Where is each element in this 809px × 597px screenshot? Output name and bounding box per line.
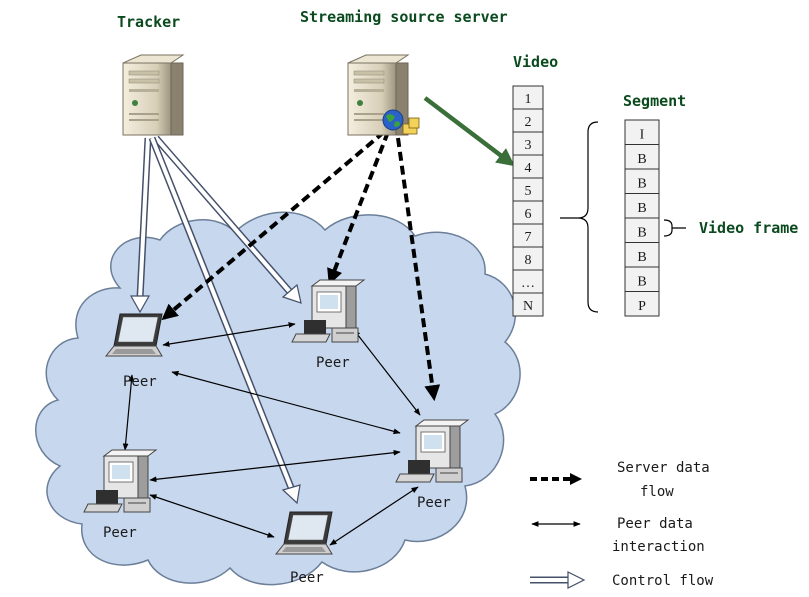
- video-cell-label: 4: [525, 161, 532, 176]
- segment-label: Segment: [623, 92, 686, 110]
- video-cell-label: …: [521, 276, 535, 291]
- frame-bracket: [663, 219, 686, 237]
- video-cell-label: 5: [525, 184, 532, 199]
- peer-label: Peer: [123, 374, 157, 390]
- segment-cell: [624, 291, 660, 317]
- peer-interaction-arrows: [122, 322, 421, 546]
- legend-peer-interaction-line1: Peer data: [617, 516, 693, 532]
- segment-cell-label: B: [637, 275, 646, 290]
- video-cell-label: 7: [525, 230, 532, 245]
- source-server-label: Streaming source server: [300, 8, 508, 26]
- legend-server-flow-line2: flow: [640, 484, 674, 500]
- peer-label: Peer: [103, 525, 137, 541]
- segment-cell-label: P: [638, 299, 646, 314]
- segment-cell: [624, 266, 660, 292]
- legend-server-flow-line1: Server data: [617, 460, 710, 476]
- video-label: Video: [513, 53, 558, 71]
- video-cell-label: 6: [525, 207, 532, 222]
- tracker-label: Tracker: [117, 13, 180, 31]
- video-column: 1 2 3 4 5 6 7 8 … N: [512, 85, 544, 317]
- segment-cell-label: B: [637, 201, 646, 216]
- video-frame-label: Video frame: [699, 219, 798, 237]
- legend-control-flow-label: Control flow: [612, 573, 714, 589]
- video-cell-label: 3: [525, 138, 532, 153]
- legend-control-flow-swatch: [567, 571, 586, 589]
- server-data-flow-arrows: [161, 130, 441, 402]
- segment-cell-label: B: [637, 250, 646, 265]
- legend: Server data flow Peer data interaction C…: [530, 460, 714, 589]
- globe-icon: [382, 109, 420, 135]
- segment-bracket: [560, 121, 599, 313]
- video-source-arrow: [423, 96, 515, 167]
- segment-cell: [624, 193, 660, 219]
- video-cell-label: 1: [525, 92, 532, 107]
- legend-peer-interaction-line2: interaction: [612, 539, 705, 555]
- video-cell-label: N: [523, 299, 533, 314]
- peer-label: Peer: [417, 495, 451, 511]
- peer-label: Peer: [290, 570, 324, 586]
- video-cell: [512, 292, 544, 317]
- segment-cell-label: B: [637, 152, 646, 167]
- segment-cell: [624, 217, 660, 243]
- video-cell-label: 2: [525, 115, 532, 130]
- segment-cell-label: B: [637, 226, 646, 241]
- peer-label: Peer: [316, 355, 350, 371]
- segment-cell-label: I: [640, 128, 645, 143]
- tracker-server-icon: [122, 54, 184, 136]
- video-cell-label: 8: [525, 253, 532, 268]
- segment-cell-label: B: [637, 177, 646, 192]
